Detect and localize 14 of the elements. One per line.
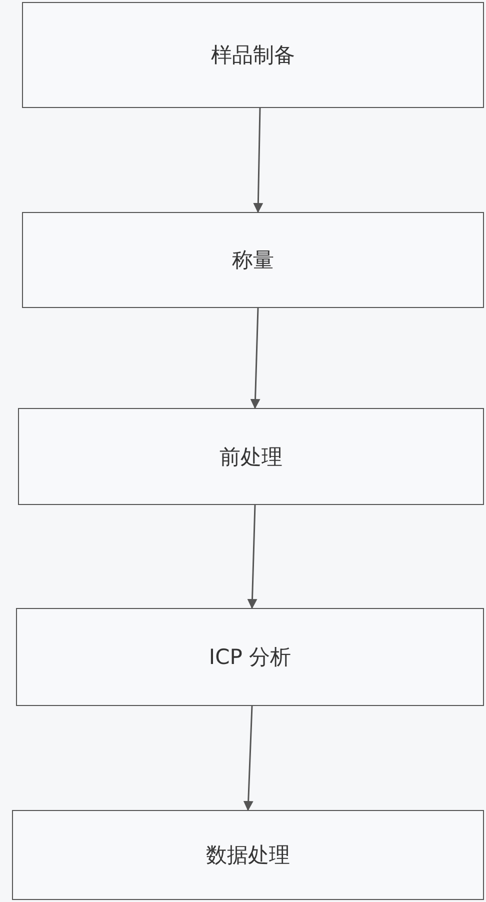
- arrow: [243, 706, 254, 811]
- step-label: 数据处理: [206, 842, 290, 869]
- process-box: [22, 212, 484, 308]
- process-box: [16, 608, 484, 706]
- process-box: [12, 810, 484, 900]
- arrow: [247, 504, 258, 609]
- step-label: 称量: [232, 247, 274, 274]
- arrow: [250, 308, 260, 409]
- step-label: ICP 分析: [208, 644, 292, 671]
- process-box: [22, 2, 484, 108]
- step-label: 前处理: [220, 444, 282, 470]
- process-box: [18, 408, 484, 505]
- step-label: 样品制备: [211, 42, 295, 69]
- arrow: [253, 108, 264, 213]
